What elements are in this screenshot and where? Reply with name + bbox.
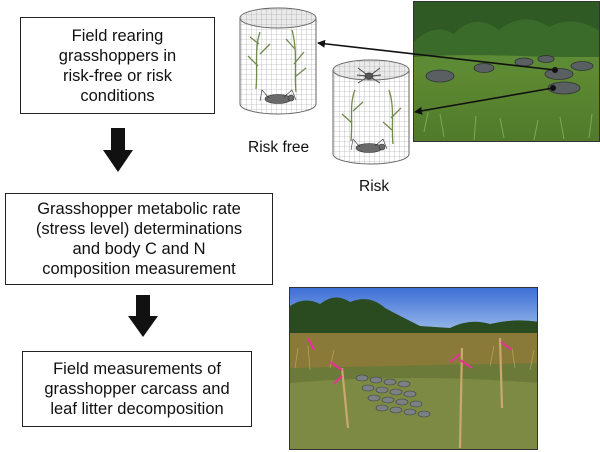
step-2-text: Grasshopper metabolic rate (stress level… [35,200,243,278]
spider-icon [356,67,382,84]
plant-icon [341,89,402,145]
grasshopper-icon [259,89,297,104]
step-1-text: Field rearing grasshoppers in risk-free … [58,26,177,105]
step-3-text: Field measurements of grasshopper carcas… [44,360,230,418]
risk-enclosure [332,59,410,165]
grasshopper-icon [350,138,388,153]
decomposition-plot-photo [289,287,538,450]
plant-icon [247,29,307,93]
risk-free-label: Risk free [248,139,310,156]
down-arrow-1 [103,128,133,172]
step-2-box: Grasshopper metabolic rate (stress level… [5,193,273,285]
step-1-box: Field rearing grasshoppers in risk-free … [20,17,215,114]
risk-label: Risk [359,178,390,195]
field-enclosures-photo [413,1,600,142]
risk-free-enclosure [239,7,317,115]
down-arrow-2 [128,295,158,337]
step-3-box: Field measurements of grasshopper carcas… [22,351,252,427]
